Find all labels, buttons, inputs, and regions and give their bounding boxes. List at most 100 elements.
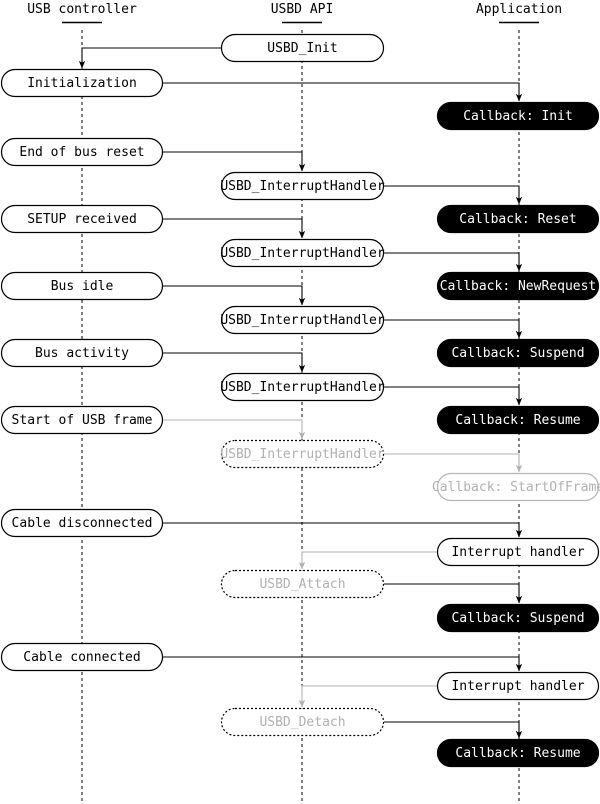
node-label: USBD_Attach xyxy=(259,577,345,592)
node-label: Callback: Reset xyxy=(459,212,576,227)
sequence-node: Callback: Init xyxy=(436,101,600,131)
lifeline-headers-layer: USB controller USBD API Application xyxy=(27,2,562,24)
connector-n24-to-n25 xyxy=(298,685,437,708)
sequence-node: USBD_InterruptHandler xyxy=(220,238,385,268)
sequence-node: Start of USB frame xyxy=(0,405,164,435)
node-shape xyxy=(220,569,385,599)
sequence-node: USBD_InterruptHandler xyxy=(220,372,385,402)
sequence-node: Interrupt handler xyxy=(436,671,600,701)
node-shape xyxy=(436,671,600,701)
sequence-node: Initialization xyxy=(0,68,164,98)
sequence-node: End of bus reset xyxy=(0,137,164,167)
node-label: Interrupt handler xyxy=(451,545,584,560)
node-label: Callback: Resume xyxy=(455,746,580,761)
node-label: USBD_Detach xyxy=(259,715,345,730)
node-label: Initialization xyxy=(27,76,137,91)
lifeline-label-usbd: USBD API xyxy=(271,2,334,17)
node-label: USBD_InterruptHandler xyxy=(220,313,385,328)
lifeline-label-app: Application xyxy=(476,2,562,17)
connector-n19-to-n20 xyxy=(163,522,523,538)
connector-n11-to-n12 xyxy=(384,319,523,339)
node-shape xyxy=(220,707,385,737)
sequence-node: Callback: Suspend xyxy=(436,603,600,633)
node-shape xyxy=(0,405,164,435)
sequence-node: Callback: NewRequest xyxy=(436,271,600,301)
sequence-node: Callback: Resume xyxy=(436,738,600,768)
node-shape xyxy=(0,68,164,98)
connector-n2-to-n3 xyxy=(163,82,523,102)
connector-n17-to-n18 xyxy=(384,453,523,473)
sequence-node: Interrupt handler xyxy=(436,537,600,567)
node-label: Callback: Init xyxy=(463,109,573,124)
sequence-node: Callback: Suspend xyxy=(436,338,600,368)
connector-n21-to-n22 xyxy=(384,583,523,604)
sequence-node: USBD_InterruptHandler xyxy=(220,305,385,335)
sequence-node: Callback: StartOfFrame xyxy=(432,472,600,502)
sequence-node: Bus idle xyxy=(0,271,164,301)
sequence-node: USBD_Detach xyxy=(220,707,385,737)
node-label: USBD_Init xyxy=(267,41,337,56)
node-label: Callback: Suspend xyxy=(451,611,584,626)
node-shape xyxy=(436,738,600,768)
sequence-node: Callback: Resume xyxy=(436,405,600,435)
connector-n16-to-n17 xyxy=(163,419,306,440)
node-shape xyxy=(436,472,600,502)
node-shape xyxy=(0,137,164,167)
node-shape xyxy=(0,508,164,538)
node-label: Cable connected xyxy=(23,650,140,665)
node-shape xyxy=(436,204,600,234)
node-shape xyxy=(220,171,385,201)
node-label: Callback: NewRequest xyxy=(440,279,597,294)
connector-n23-to-n24 xyxy=(163,656,523,672)
node-label: SETUP received xyxy=(27,212,137,227)
node-shape xyxy=(436,537,600,567)
node-label: Callback: StartOfFrame xyxy=(432,480,600,495)
node-label: USBD_InterruptHandler xyxy=(220,179,385,194)
connector-n8-to-n9 xyxy=(384,252,523,272)
node-label: Interrupt handler xyxy=(451,679,584,694)
connector-n5-to-n6 xyxy=(384,185,523,205)
connector-n14-to-n15 xyxy=(384,386,523,406)
connector-n1-to-n2 xyxy=(78,47,221,69)
node-shape xyxy=(220,305,385,335)
sequence-node: Bus activity xyxy=(0,338,164,368)
node-shape xyxy=(0,204,164,234)
connector-n7-to-n8 xyxy=(163,218,306,239)
sequence-node: USBD_Init xyxy=(220,33,385,63)
node-shape xyxy=(436,338,600,368)
node-shape xyxy=(220,33,385,63)
lifeline-label-controller: USB controller xyxy=(27,2,137,17)
sequence-node: SETUP received xyxy=(0,204,164,234)
node-shape xyxy=(220,238,385,268)
connector-n13-to-n14 xyxy=(163,352,306,373)
node-shape xyxy=(0,271,164,301)
connectors-layer xyxy=(78,47,523,739)
node-label: Bus activity xyxy=(35,346,129,361)
node-shape xyxy=(220,439,385,469)
node-label: Bus idle xyxy=(51,279,114,294)
connector-n10-to-n11 xyxy=(163,285,306,306)
node-label: USBD_InterruptHandler xyxy=(220,380,385,395)
connector-n25-to-n26 xyxy=(384,721,523,739)
node-label: USBD_InterruptHandler xyxy=(220,246,385,261)
connector-n4-to-n5 xyxy=(163,151,306,172)
sequence-node: Cable disconnected xyxy=(0,508,164,538)
node-shape xyxy=(220,372,385,402)
sequence-node: Cable connected xyxy=(0,642,164,672)
node-shape xyxy=(436,603,600,633)
connector-n20-to-n21 xyxy=(298,551,437,570)
node-label: Callback: Resume xyxy=(455,413,580,428)
sequence-node: USBD_Attach xyxy=(220,569,385,599)
node-shape xyxy=(0,642,164,672)
sequence-node: USBD_InterruptHandler xyxy=(220,171,385,201)
node-shape xyxy=(0,338,164,368)
sequence-node: Callback: Reset xyxy=(436,204,600,234)
node-label: End of bus reset xyxy=(19,145,144,160)
node-label: Callback: Suspend xyxy=(451,346,584,361)
node-shape xyxy=(436,271,600,301)
node-label: Cable disconnected xyxy=(12,516,153,531)
node-label: Start of USB frame xyxy=(12,413,153,428)
